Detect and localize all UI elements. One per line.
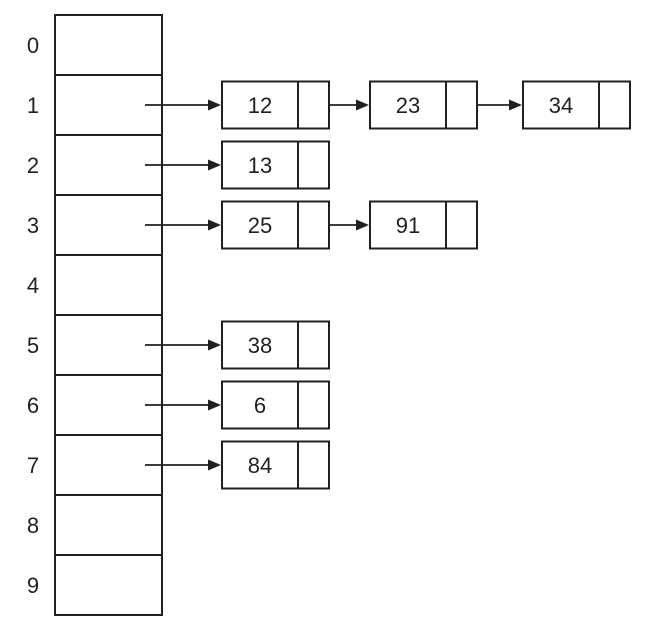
list-node-value: 23 [396,93,420,118]
bucket-cell-9 [54,554,163,616]
bucket-index-label: 1 [27,93,39,118]
list-node-value: 84 [248,453,272,478]
bucket-2-pointer-arrow-head [208,159,221,171]
bucket-6-pointer-arrow-head [208,399,221,411]
list-node-value: 13 [248,153,272,178]
list-node-box [221,140,330,190]
list-node-box [369,80,478,130]
bucket-index-label: 6 [27,393,39,418]
bucket-3-pointer-arrow-head [208,219,221,231]
list-node-value: 6 [254,393,266,418]
list-node-value: 25 [248,213,272,238]
bucket-cell-0 [54,14,163,76]
bucket-3-next-arrow-1-head [356,219,369,231]
bucket-7-pointer-arrow-head [208,459,221,471]
bucket-cell-4 [54,254,163,316]
bucket-cell-8 [54,494,163,556]
bucket-1-pointer-arrow-head [208,99,221,111]
bucket-index-label: 3 [27,213,39,238]
bucket-index-label: 9 [27,573,39,598]
list-node-box [522,80,631,130]
bucket-index-label: 8 [27,513,39,538]
list-node-box [221,440,330,490]
list-node-box [221,80,330,130]
list-node-box [369,200,478,250]
bucket-index-label: 0 [27,33,39,58]
bucket-1-next-arrow-2-head [509,99,522,111]
list-node-value: 91 [396,213,420,238]
list-node-box [221,380,330,430]
bucket-index-label: 2 [27,153,39,178]
list-node-value: 12 [248,93,272,118]
bucket-array: 0 1 2 3 4 5 6 7 8 9 [27,14,163,616]
bucket-index-label: 5 [27,333,39,358]
bucket-5-pointer-arrow-head [208,339,221,351]
list-node-value: 34 [549,93,573,118]
list-node-box [221,320,330,370]
bucket-index-label: 4 [27,273,39,298]
bucket-index-label: 7 [27,453,39,478]
list-node-value: 38 [248,333,272,358]
list-node-box [221,200,330,250]
bucket-1-next-arrow-1-head [356,99,369,111]
linked-list-chains: 12 23 34 13 25 91 38 6 84 [145,80,631,490]
